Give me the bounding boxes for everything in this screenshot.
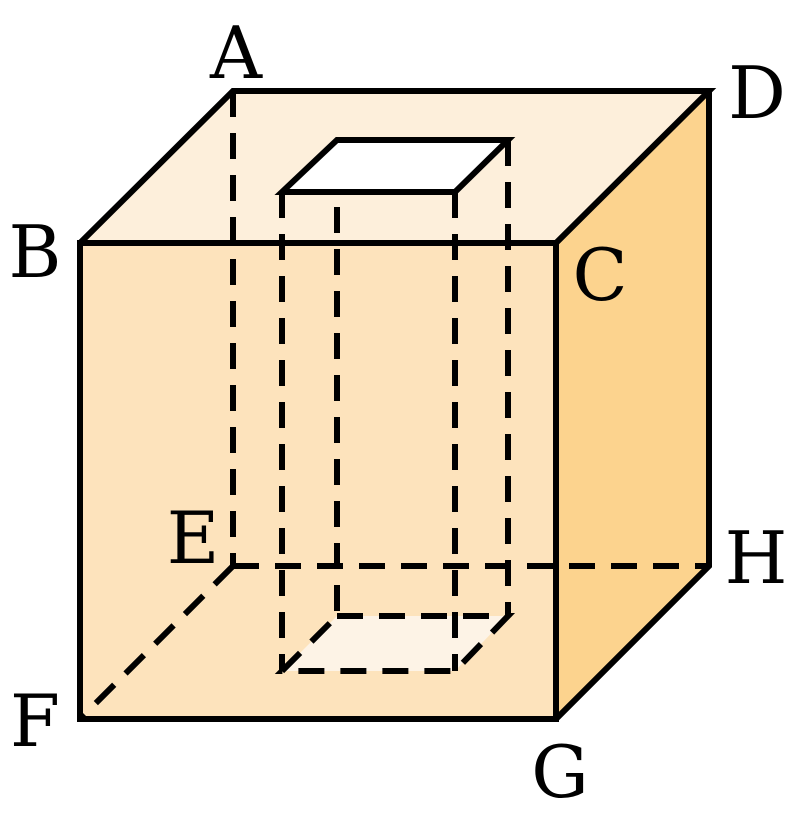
top-outline xyxy=(77,88,717,246)
vertex-label-B: B xyxy=(9,210,62,294)
vertex-label-E: E xyxy=(167,496,220,580)
hidden-cube-edges xyxy=(77,91,709,722)
vertex-label-H: H xyxy=(725,516,788,600)
vertex-label-D: D xyxy=(728,51,786,135)
hidden-hole-edges xyxy=(274,140,516,674)
right-outline xyxy=(553,91,712,722)
vertex-label-F: F xyxy=(10,679,60,763)
vertex-label-G: G xyxy=(531,730,589,814)
visible-cube-edges xyxy=(77,88,717,722)
edge-EF xyxy=(77,563,236,722)
hole-bottom xyxy=(282,616,508,671)
hole-opening xyxy=(274,137,516,195)
vertex-label-C: C xyxy=(572,233,627,317)
vertex-label-A: A xyxy=(209,11,263,95)
right-face xyxy=(556,91,709,719)
